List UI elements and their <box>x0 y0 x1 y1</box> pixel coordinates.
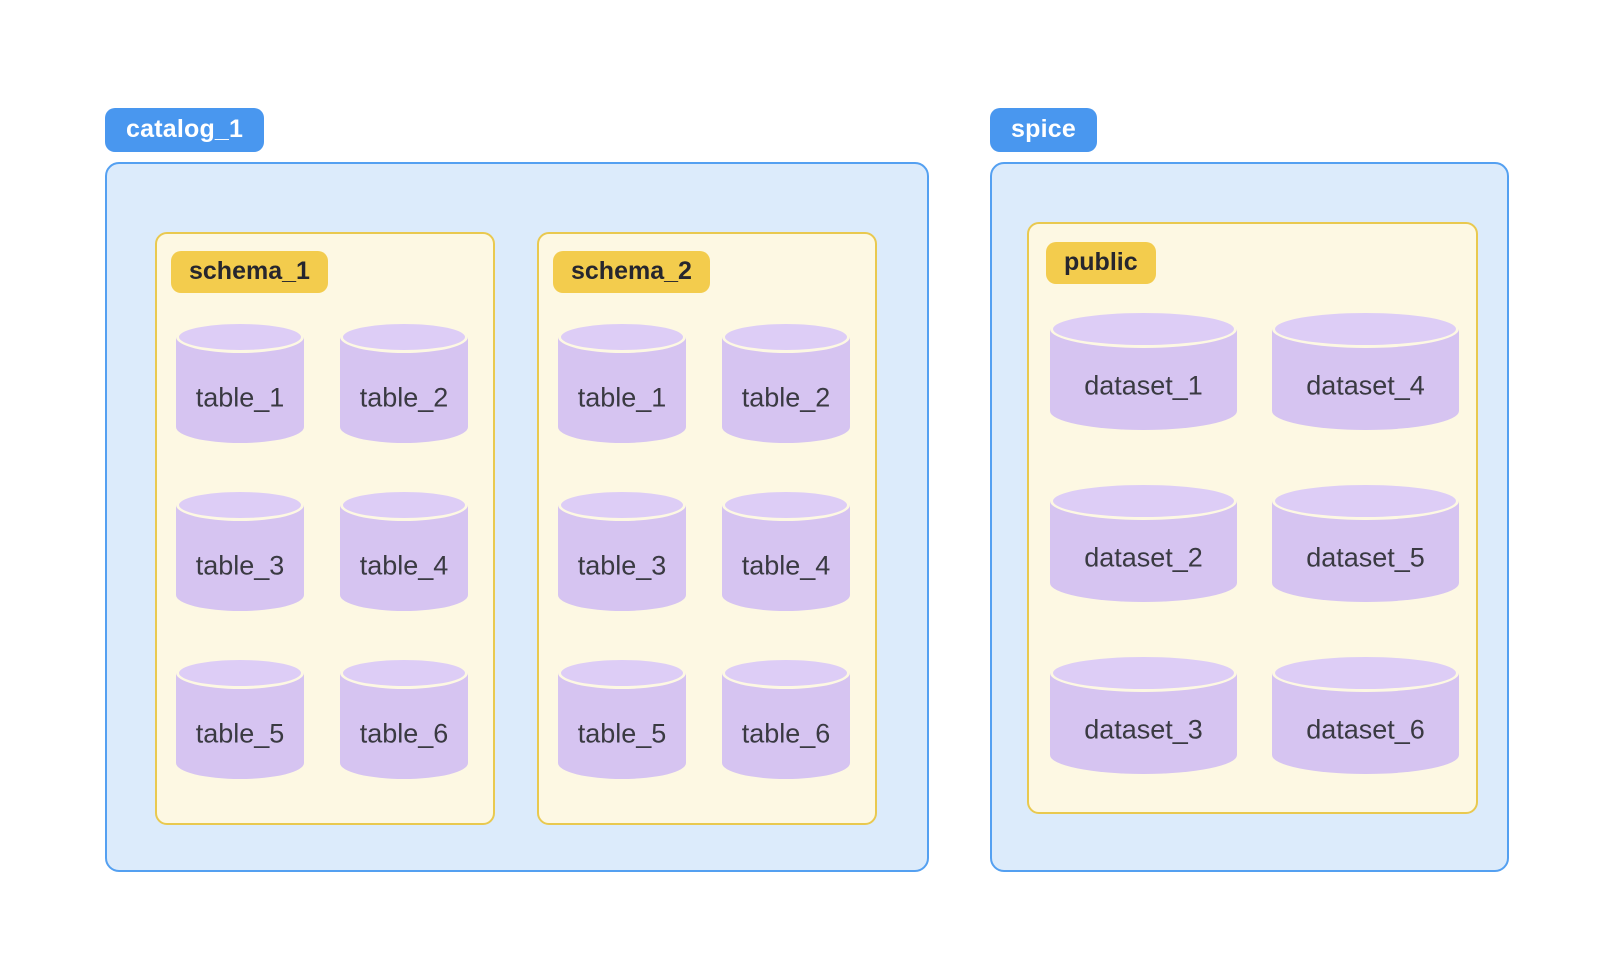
database-cylinder-icon: dataset_3 <box>1050 654 1237 774</box>
database-cylinder-icon: table_4 <box>340 489 468 611</box>
table-label: table_2 <box>741 382 831 413</box>
database-cylinder-icon: dataset_5 <box>1272 482 1459 602</box>
cylinder-top <box>558 657 686 689</box>
cylinder-top <box>340 657 468 689</box>
cylinder-top <box>1272 482 1459 520</box>
table-label: table_6 <box>741 718 831 749</box>
cylinder-body <box>558 673 686 779</box>
dataset-label: dataset_2 <box>1084 542 1203 573</box>
cylinder-top <box>722 321 850 353</box>
database-cylinder-icon: table_5 <box>558 657 686 779</box>
database-cylinder-icon: table_2 <box>722 321 850 443</box>
spice-container: public dataset_1 dataset_4 <box>990 162 1509 872</box>
cylinder-body <box>722 673 850 779</box>
schema-2-table-grid: table_1 table_2 table_3 <box>558 321 861 779</box>
cylinder-top <box>558 489 686 521</box>
schema-2-box: schema_2 table_1 table_2 <box>537 232 877 825</box>
database-cylinder-icon: dataset_4 <box>1272 310 1459 430</box>
table-label: table_2 <box>359 382 449 413</box>
cylinder-top <box>1050 310 1237 348</box>
cylinder-body <box>558 337 686 443</box>
spice-group: spice public dataset_1 dataset_4 <box>990 108 1509 872</box>
cylinder-body <box>722 505 850 611</box>
table-label: table_5 <box>195 718 285 749</box>
catalog-1-container: schema_1 table_1 table_2 <box>105 162 929 872</box>
database-cylinder-icon: table_6 <box>340 657 468 779</box>
database-cylinder-icon: table_1 <box>176 321 304 443</box>
cylinder-body <box>176 505 304 611</box>
dataset-label: dataset_1 <box>1084 370 1203 401</box>
public-dataset-grid: dataset_1 dataset_4 dataset_2 <box>1050 310 1459 774</box>
schema-1-table-grid: table_1 table_2 table_3 <box>176 321 479 779</box>
cylinder-body <box>176 337 304 443</box>
cylinder-top <box>176 321 304 353</box>
table-label: table_3 <box>577 550 667 581</box>
dataset-label: dataset_3 <box>1084 714 1203 745</box>
schema-1-badge: schema_1 <box>171 251 328 293</box>
cylinder-top <box>340 321 468 353</box>
database-cylinder-icon: dataset_2 <box>1050 482 1237 602</box>
database-cylinder-icon: table_6 <box>722 657 850 779</box>
database-cylinder-icon: table_5 <box>176 657 304 779</box>
cylinder-body <box>340 673 468 779</box>
table-label: table_1 <box>577 382 667 413</box>
database-cylinder-icon: table_2 <box>340 321 468 443</box>
cylinder-body <box>340 505 468 611</box>
table-label: table_1 <box>195 382 285 413</box>
cylinder-body <box>176 673 304 779</box>
cylinder-body <box>558 505 686 611</box>
cylinder-top <box>1050 654 1237 692</box>
spice-badge: spice <box>990 108 1097 152</box>
database-cylinder-icon: dataset_6 <box>1272 654 1459 774</box>
dataset-label: dataset_6 <box>1306 714 1425 745</box>
table-label: table_4 <box>359 550 449 581</box>
cylinder-top <box>1272 654 1459 692</box>
cylinder-top <box>558 321 686 353</box>
database-cylinder-icon: table_3 <box>176 489 304 611</box>
cylinder-top <box>722 489 850 521</box>
database-cylinder-icon: dataset_1 <box>1050 310 1237 430</box>
dataset-label: dataset_5 <box>1306 542 1425 573</box>
database-cylinder-icon: table_4 <box>722 489 850 611</box>
schema-2-badge: schema_2 <box>553 251 710 293</box>
table-label: table_5 <box>577 718 667 749</box>
cylinder-body <box>722 337 850 443</box>
cylinder-top <box>1272 310 1459 348</box>
table-label: table_4 <box>741 550 831 581</box>
dataset-label: dataset_4 <box>1306 370 1425 401</box>
database-cylinder-icon: table_3 <box>558 489 686 611</box>
cylinder-top <box>176 489 304 521</box>
public-schema-box: public dataset_1 dataset_4 <box>1027 222 1478 814</box>
table-label: table_3 <box>195 550 285 581</box>
public-badge: public <box>1046 242 1156 284</box>
cylinder-top <box>176 657 304 689</box>
table-label: table_6 <box>359 718 449 749</box>
cylinder-top <box>1050 482 1237 520</box>
catalog-1-group: catalog_1 schema_1 table_1 table_2 <box>105 108 929 872</box>
catalog-1-badge: catalog_1 <box>105 108 265 152</box>
database-cylinder-icon: table_1 <box>558 321 686 443</box>
cylinder-top <box>722 657 850 689</box>
cylinder-body <box>340 337 468 443</box>
schema-1-box: schema_1 table_1 table_2 <box>155 232 495 825</box>
cylinder-top <box>340 489 468 521</box>
